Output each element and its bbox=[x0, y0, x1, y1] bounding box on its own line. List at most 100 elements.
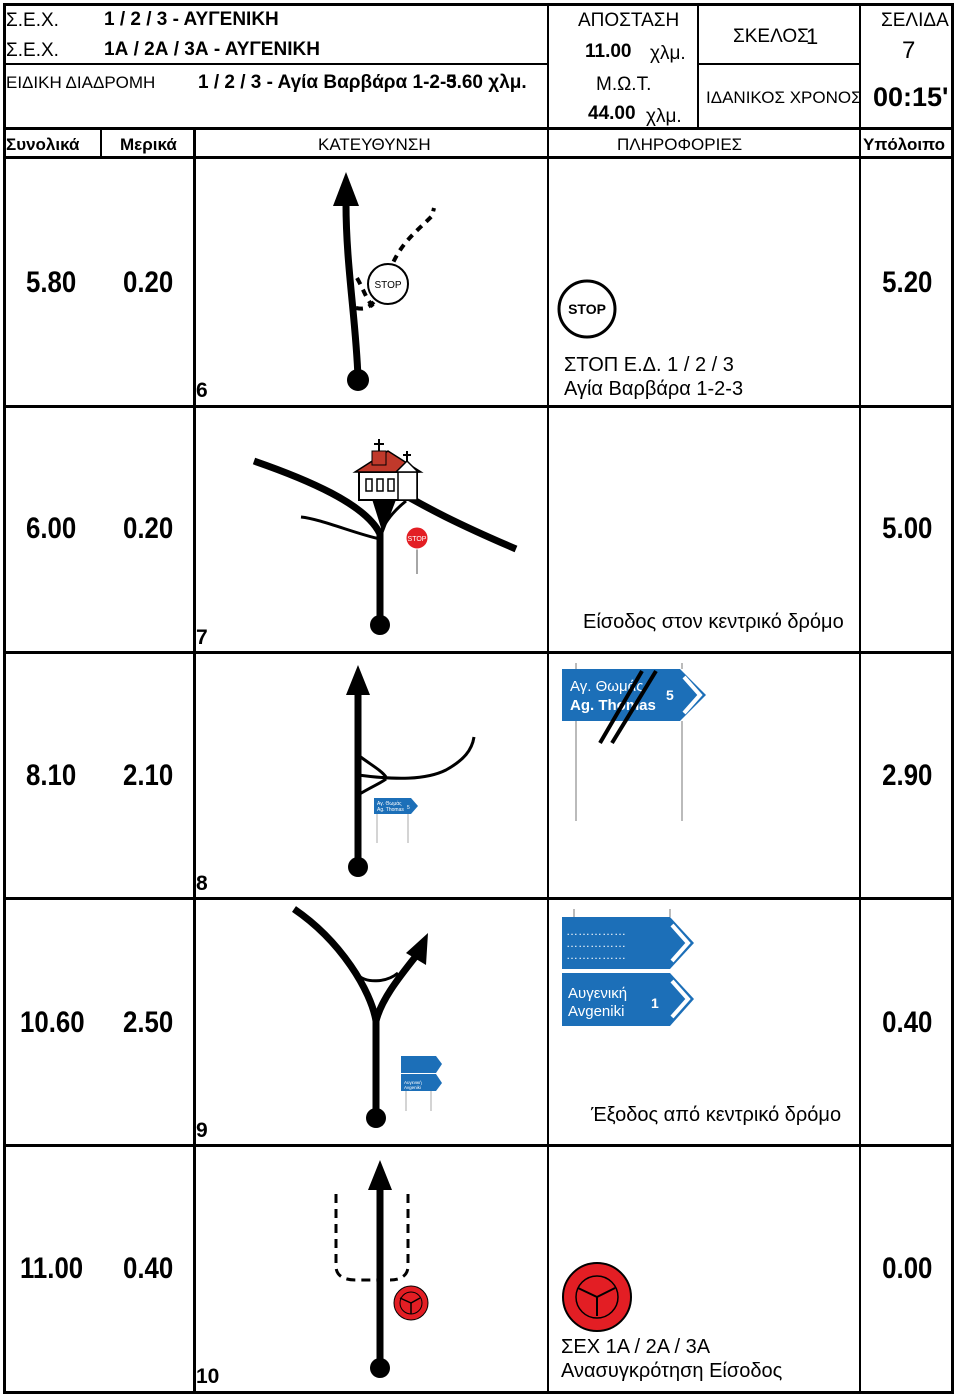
remaining-distance: 2.90 bbox=[881, 759, 932, 792]
distance-label: ΑΠΟΣΤΑΣΗ bbox=[578, 10, 680, 31]
tulip-diagram: Αγ. Θωμάς Ag. Thomas 5 bbox=[346, 665, 476, 877]
sign-panel-bottom bbox=[562, 973, 694, 1026]
special-stage-km: 5.60 χλμ. bbox=[446, 72, 527, 93]
sign-dots: …………… bbox=[566, 948, 626, 962]
mini-sign-line2: Ag. Thomas bbox=[377, 807, 404, 813]
north-arrow-icon bbox=[333, 172, 359, 206]
grid-line bbox=[3, 1144, 954, 1147]
grid-line bbox=[3, 3, 6, 1394]
special-stage-route: 1 / 2 / 3 - Αγία Βαρβάρα 1-2-3 bbox=[198, 72, 457, 93]
start-dot bbox=[370, 615, 390, 635]
partial-distance: 0.40 bbox=[123, 1252, 174, 1285]
mot-value: 44.00 bbox=[588, 103, 636, 124]
mot-label: Μ.Ω.Τ. bbox=[596, 74, 652, 95]
page-number: 7 bbox=[902, 37, 916, 64]
mini-stop-text: STOP bbox=[374, 280, 401, 291]
mini-sign-line1: Αυγενική bbox=[404, 1079, 422, 1085]
box-number: 7 bbox=[196, 626, 208, 649]
north-arrow-icon bbox=[368, 1160, 392, 1190]
side-road bbox=[357, 777, 387, 797]
distance-unit: χλμ. bbox=[650, 43, 686, 64]
page-label: ΣΕΛΙΔΑ bbox=[881, 10, 949, 31]
stop-sign-icon: STOP bbox=[557, 279, 617, 339]
grid-line bbox=[859, 3, 861, 1394]
dashed-road bbox=[355, 276, 378, 312]
partial-distance: 2.50 bbox=[123, 1006, 174, 1039]
total-distance: 11.00 bbox=[20, 1252, 84, 1285]
start-dot bbox=[347, 369, 369, 391]
sign-dots: …………… bbox=[566, 924, 626, 938]
grid-line bbox=[698, 63, 860, 65]
cross-out-line bbox=[598, 669, 644, 745]
stop-sign-icon: STOP bbox=[367, 263, 409, 305]
tulip-diagram bbox=[334, 1160, 429, 1378]
start-dot bbox=[366, 1108, 386, 1128]
info-text: Έξοδος από κεντρικό δρόμο bbox=[591, 1104, 842, 1126]
total-distance: 8.10 bbox=[26, 759, 77, 792]
ideal-time-value: 00:15' bbox=[873, 82, 949, 112]
column-header-info: ΠΛΗΡΟΦΟΡΙΕΣ bbox=[617, 135, 743, 154]
tulip-diagram: STOP bbox=[252, 439, 518, 635]
total-distance: 10.60 bbox=[20, 1006, 85, 1039]
side-road bbox=[378, 499, 407, 535]
info-text: Ανασυγκρότηση Είσοδος bbox=[561, 1360, 783, 1382]
sex-route-2: 1Α / 2Α / 3Α - ΑΥΓΕΝΙΚΗ bbox=[104, 39, 320, 60]
total-distance: 5.80 bbox=[26, 266, 77, 299]
sign-dots: …………… bbox=[566, 936, 626, 950]
grid-line bbox=[193, 129, 196, 1394]
column-header-remaining: Υπόλοιπο bbox=[863, 135, 946, 154]
box-number: 6 bbox=[196, 379, 208, 402]
info-text: Είσοδος στον κεντρικό δρόμο bbox=[583, 611, 844, 633]
main-road bbox=[292, 906, 380, 1116]
remaining-distance: 5.20 bbox=[881, 266, 932, 299]
dashed-road bbox=[389, 1194, 410, 1282]
grid-line bbox=[3, 63, 548, 65]
tulip-diagram: STOP bbox=[333, 172, 436, 391]
side-road bbox=[300, 515, 381, 541]
partial-distance: 0.20 bbox=[123, 266, 174, 299]
special-stage-label: ΕΙΔΙΚΗ ΔΙΑΔΡΟΜΗ bbox=[6, 73, 156, 92]
grid-line bbox=[951, 3, 954, 1394]
grid-line bbox=[547, 3, 549, 1394]
box-number: 8 bbox=[196, 872, 208, 895]
north-arrow-icon bbox=[406, 933, 428, 965]
grid-line bbox=[3, 651, 954, 654]
grid-line bbox=[3, 897, 954, 900]
route-line bbox=[372, 953, 419, 1022]
info-text: ΣΕΧ 1Α / 2Α / 3Α bbox=[561, 1336, 711, 1358]
leg-label: ΣΚΕΛΟΣ bbox=[733, 26, 809, 47]
tulip-diagram: Αυγενική Avgeniki bbox=[292, 906, 442, 1128]
grid-line bbox=[100, 129, 102, 158]
direction-sign-icon: Αγ. Θωμάς Ag. Thomas 5 bbox=[374, 798, 418, 843]
remaining-distance: 0.40 bbox=[881, 1006, 932, 1039]
sign-number: 5 bbox=[666, 687, 674, 703]
sex-label-2: Σ.Ε.Χ. bbox=[6, 40, 59, 61]
remaining-distance: 0.00 bbox=[881, 1252, 932, 1285]
sign-line2: Avgeniki bbox=[568, 1003, 624, 1020]
direction-sign-icon: …………… …………… …………… Αυγενική Avgeniki 1 bbox=[562, 909, 694, 1026]
mini-sign-line2: Avgeniki bbox=[404, 1085, 421, 1090]
column-header-partial: Μερικά bbox=[120, 135, 177, 154]
remaining-distance: 5.00 bbox=[881, 512, 932, 545]
sign-panel-top bbox=[562, 917, 694, 969]
grid-line bbox=[3, 156, 954, 159]
column-header-direction: ΚΑΤΕΥΘΥΝΣΗ bbox=[318, 135, 431, 154]
box-number: 9 bbox=[196, 1119, 208, 1142]
direction-sign-icon: Αυγενική Avgeniki bbox=[401, 1056, 442, 1111]
direction-sign-icon: Αγ. Θωμάς Ag. Thomas 5 bbox=[562, 663, 706, 821]
stop-sign-icon: STOP bbox=[405, 526, 429, 574]
sign-line1: Αγ. Θωμάς bbox=[570, 678, 644, 695]
info-text: Αγία Βαρβάρα 1-2-3 bbox=[564, 378, 744, 400]
time-control-clock-icon bbox=[393, 1285, 429, 1321]
junction-link bbox=[356, 971, 399, 983]
mini-stop-text: STOP bbox=[408, 536, 427, 543]
dashed-road bbox=[334, 1194, 380, 1282]
sign-line1: Αυγενική bbox=[568, 985, 627, 1002]
leg-value: 1 bbox=[806, 24, 819, 49]
cross-out-line bbox=[610, 669, 658, 745]
grid-line bbox=[3, 127, 954, 130]
route-line bbox=[252, 457, 384, 624]
total-distance: 6.00 bbox=[26, 512, 77, 545]
sign-number: 1 bbox=[651, 995, 659, 1011]
